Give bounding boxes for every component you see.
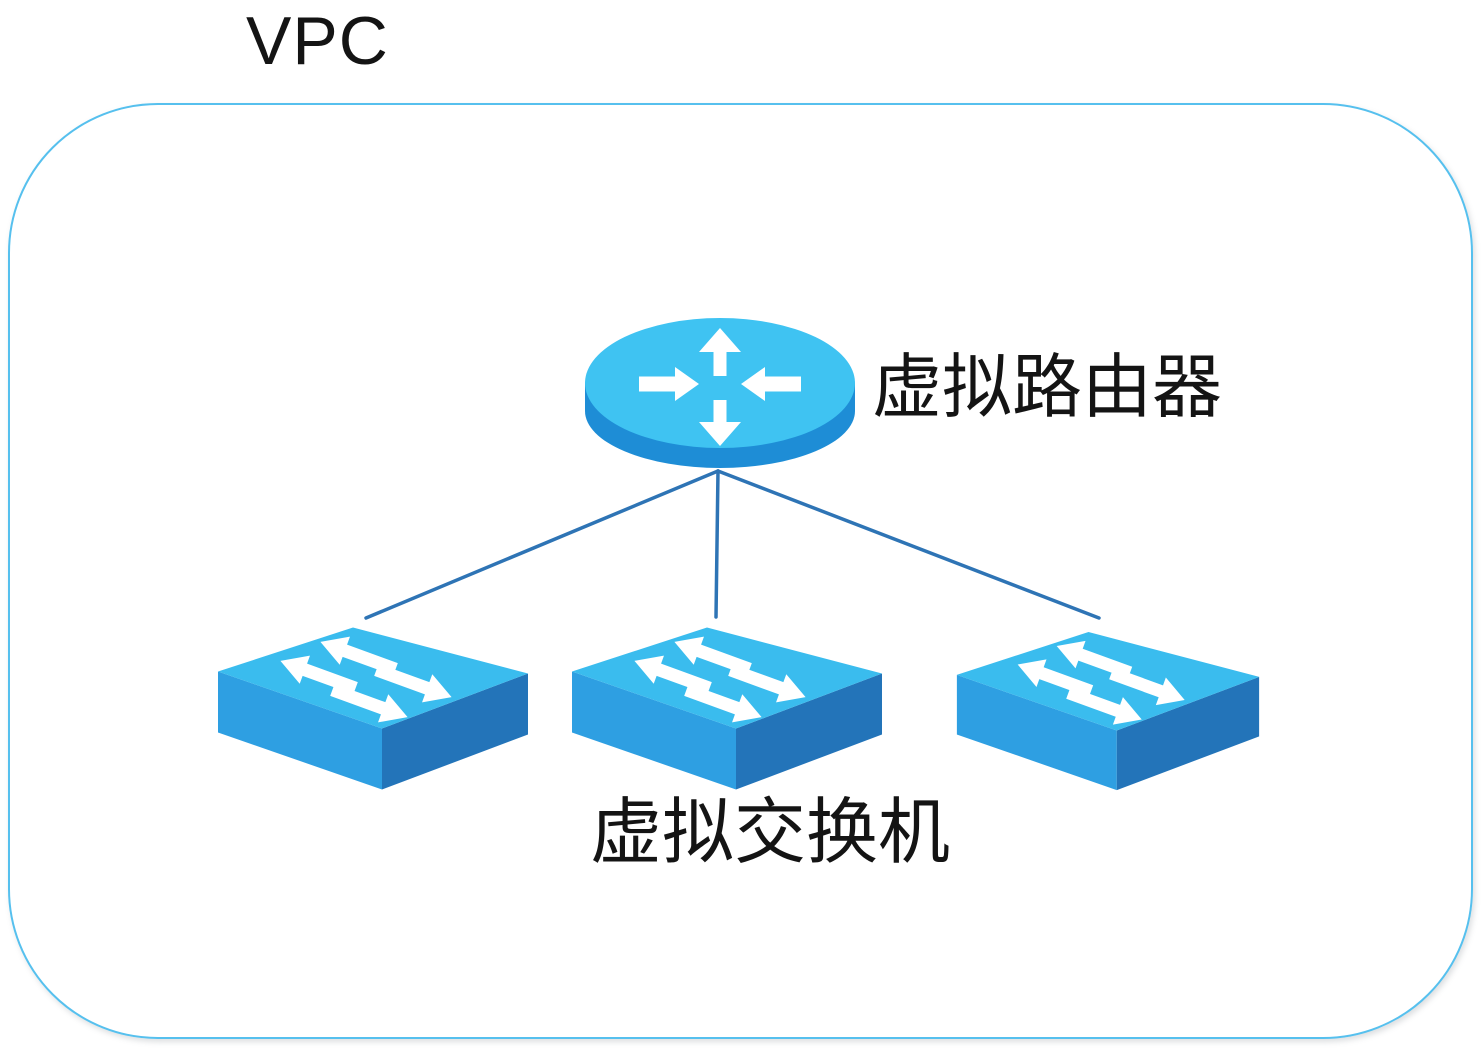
- connector-left: [364, 469, 720, 620]
- virtual-switch-icon: [218, 627, 528, 793]
- connector-right: [716, 469, 1101, 620]
- virtual-switch-icon: [572, 627, 882, 793]
- virtual-router-icon: [585, 318, 855, 468]
- vpc-boundary: [8, 103, 1473, 1039]
- virtual-switch-icon: [955, 632, 1261, 793]
- virtual-switch-label: 虚拟交换机: [590, 793, 951, 873]
- diagram-title: VPC: [246, 3, 389, 79]
- connector-middle: [714, 469, 720, 619]
- virtual-router-label: 虚拟路由器: [872, 348, 1222, 426]
